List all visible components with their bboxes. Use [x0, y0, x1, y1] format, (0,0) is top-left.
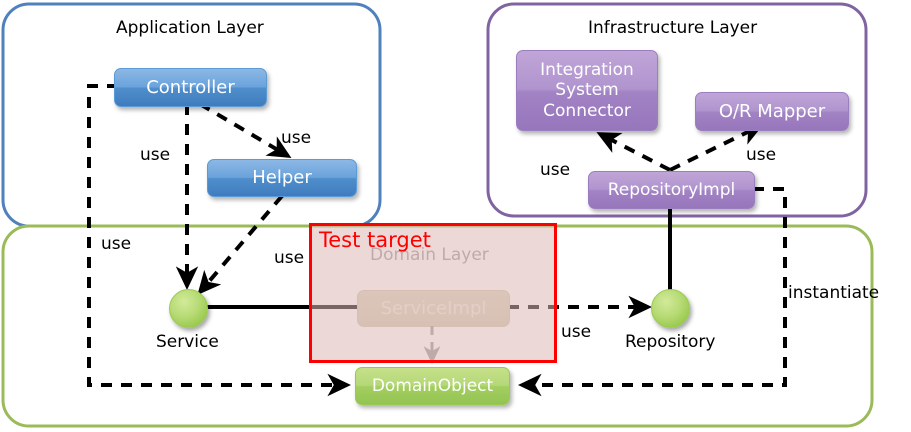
node-helper-label: Helper: [252, 167, 312, 189]
infrastructure-layer-title: Infrastructure Layer: [588, 18, 758, 38]
node-repository-impl-label: RepositoryImpl: [607, 179, 736, 200]
edge-repositoryimpl-to-ormapper: [669, 124, 764, 172]
node-connector-label-line1: Integration: [540, 60, 634, 81]
node-controller[interactable]: Controller: [114, 68, 267, 107]
node-integration-system-connector[interactable]: Integration System Connector: [516, 50, 658, 131]
node-or-mapper[interactable]: O/R Mapper: [695, 92, 849, 131]
edge-label-use-repositoryimpl-ormapper: use: [746, 145, 777, 165]
node-domain-object-label: DomainObject: [371, 375, 494, 396]
test-target-label: Test target: [319, 228, 431, 252]
edge-label-instantiate: instantiate: [788, 283, 880, 303]
edge-label-use-controller-helper: use: [281, 128, 312, 148]
edge-controller-to-helper: [198, 102, 292, 159]
edge-helper-to-service: [197, 194, 284, 296]
edge-label-use-repositoryimpl-connector: use: [540, 160, 571, 180]
node-service-label: Service: [156, 332, 219, 352]
edge-label-use-serviceimpl-repository: use: [561, 322, 592, 342]
test-target-box: [309, 223, 557, 363]
node-helper[interactable]: Helper: [207, 159, 357, 197]
node-connector-label-line2: System: [555, 80, 619, 101]
edge-label-use-controller-service: use: [140, 145, 171, 165]
node-connector-label-line3: Connector: [543, 100, 631, 121]
node-repository-impl[interactable]: RepositoryImpl: [588, 171, 755, 209]
edge-repositoryimpl-to-connector: [596, 132, 671, 172]
edge-label-use-service-serviceimpl: use: [274, 248, 305, 268]
application-layer-title: Application Layer: [116, 18, 264, 38]
node-repository-label: Repository: [625, 332, 716, 352]
edge-label-use-controller-domainobject: use: [101, 234, 132, 254]
node-controller-label: Controller: [146, 76, 235, 98]
node-repository[interactable]: [651, 289, 690, 328]
edge-repositoryimpl-to-domainobject: [517, 187, 787, 397]
node-domain-object[interactable]: DomainObject: [355, 367, 510, 405]
node-or-mapper-label: O/R Mapper: [718, 100, 826, 122]
node-service[interactable]: [169, 289, 208, 328]
